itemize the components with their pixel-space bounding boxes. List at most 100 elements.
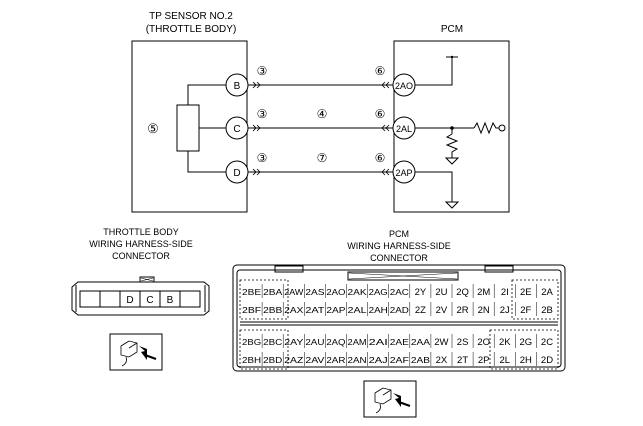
pcm-pin-cell: 2J	[500, 305, 510, 316]
pcm-pin-cell: 2AB	[411, 355, 430, 365]
pcm-connector-subtitle: CONNECTOR	[370, 253, 428, 263]
pcm-pin-cell: 2V	[436, 305, 448, 316]
pcm-pin-cell: 2AS	[305, 287, 324, 297]
ref-left: ③	[257, 107, 268, 121]
sensor-ref: ⑤	[147, 121, 159, 136]
pcm-junction-dot	[450, 55, 454, 59]
pcm-pin-cell: 2AL	[348, 305, 367, 315]
pcm-pin-cell: 2X	[436, 355, 448, 366]
connector-chevrons-pcm	[381, 81, 390, 176]
ref-left: ③	[257, 64, 268, 78]
pcm-pin-cell: 2K	[499, 337, 511, 348]
throttle-connector-subtitle: WIRING HARNESS-SIDE	[89, 239, 193, 249]
pcm-pin-cell: 2H	[520, 355, 532, 366]
pcm-pin-cell: 2AQ	[326, 337, 346, 347]
pcm-pin-cell: 2O	[477, 337, 490, 348]
harness-view-icon	[109, 333, 163, 371]
ref-right: ⑥	[375, 64, 386, 78]
pcm-pin-cell: 2BF	[242, 305, 261, 315]
pcm-junction-dot	[450, 126, 454, 130]
pcm-pin-cell: 2AG	[369, 287, 388, 297]
pcm-pin-cell: 2AR	[326, 355, 345, 365]
pcm-pin-cell: 2AO	[326, 287, 346, 297]
pcm-title: PCM	[441, 24, 463, 35]
pcm-pin-cell: 2Q	[456, 287, 469, 298]
pcm-pin-cell: 2AH	[369, 305, 388, 315]
ref-right: ⑥	[375, 151, 386, 165]
throttle-lock-tab	[140, 277, 154, 282]
pcm-pin-cell: 2BD	[263, 355, 282, 365]
pcm-pin-cell: 2AF	[390, 355, 409, 365]
pcm-pin-cell: 2BH	[242, 355, 261, 365]
sensor-pin-label: D	[233, 168, 240, 179]
pcm-pin-cell: 2T	[457, 355, 468, 366]
pcm-pin-cell: 2U	[435, 287, 447, 298]
pcm-pin-cell: 2D	[541, 355, 553, 366]
throttle-connector-cell: D	[126, 295, 133, 306]
pcm-pin-cell: 2AX	[284, 305, 303, 315]
pcm-pin-cell: 2AZ	[284, 355, 303, 365]
pcm-pin-cell: 2AY	[284, 337, 304, 347]
pcm-pin-cell: 2BC	[263, 337, 282, 347]
pcm-pin-cell: 2AT	[305, 305, 324, 315]
pcm-pin-cell: 2AU	[305, 337, 324, 347]
pcm-pin-cell: 2BG	[242, 337, 261, 347]
pcm-pin-cell: 2AN	[348, 355, 367, 365]
sensor-pin-label: B	[234, 81, 241, 92]
pcm-pin-cell: 2F	[520, 305, 531, 316]
throttle-connector-body	[71, 276, 210, 316]
pcm-pin-cell: 2AK	[348, 287, 367, 297]
pcm-connector-dashed-groups	[239, 279, 559, 370]
harness-view-icon	[363, 380, 417, 418]
ref-mid: ④	[317, 107, 328, 121]
pcm-pin-cell: 2I	[501, 287, 509, 298]
pcm-pin-cell: 2BB	[263, 305, 282, 315]
ref-left: ③	[257, 151, 268, 165]
pcm-connector-title: PCM	[389, 229, 409, 239]
sensor-internal-wire-top	[187, 84, 226, 105]
pcm-pin-cell: 2BA	[263, 287, 282, 297]
pcm-pin-label: 2AP	[395, 168, 412, 178]
pcm-pin-cell: 2L	[500, 355, 511, 366]
pcm-pin-cell: 2Z	[415, 305, 426, 316]
pcm-connector-subtitle: WIRING HARNESS-SIDE	[347, 241, 451, 251]
throttle-connector-cell: B	[167, 295, 174, 306]
sensor-pin-label: C	[233, 124, 240, 135]
sensor-resistor	[176, 104, 200, 152]
pcm-pin-cell: 2AI	[369, 337, 388, 347]
pcm-pin-cell: 2B	[541, 305, 553, 316]
pcm-pin-label: 2AO	[395, 81, 413, 91]
pcm-pin-cell: 2N	[478, 305, 490, 316]
throttle-connector-subtitle: CONNECTOR	[112, 251, 170, 261]
pcm-pin-cell: 2S	[457, 337, 469, 348]
pcm-pin-cell: 2R	[457, 305, 469, 316]
pcm-pin-cell: 2A	[541, 287, 553, 298]
pcm-pin-cell: 2AW	[284, 287, 303, 297]
pcm-pin-cell: 2AJ	[369, 355, 388, 365]
pcm-connector-housing	[232, 264, 566, 372]
sensor-title: TP SENSOR NO.2	[149, 11, 233, 22]
ref-mid: ⑦	[317, 151, 328, 165]
pcm-pin-cell: 2Y	[415, 287, 427, 298]
pcm-pin-cell: 2E	[520, 287, 532, 298]
pcm-pin-cell: 2AD	[390, 305, 409, 315]
pcm-internal-circuit	[415, 56, 506, 209]
pcm-pin-cell: 2AA	[411, 337, 430, 347]
pcm-pin-cell: 2M	[477, 287, 490, 298]
pcm-pin-cell: 2AE	[390, 337, 409, 347]
throttle-connector-cell: C	[146, 295, 153, 306]
throttle-connector-title: THROTTLE BODY	[103, 227, 179, 237]
pcm-pin-cell: 2P	[478, 355, 490, 366]
pcm-pin-cell: 2W	[434, 337, 448, 348]
ref-right: ⑥	[375, 107, 386, 121]
pcm-pin-cell: 2AV	[305, 355, 325, 365]
pcm-pin-label: 2AL	[396, 124, 412, 134]
pcm-pin-cell: 2BE	[242, 287, 261, 297]
pcm-pin-cell: 2AC	[390, 287, 409, 297]
sensor-internal-wire-bottom	[187, 151, 226, 173]
pcm-pin-cell: 2G	[519, 337, 532, 348]
pcm-pin-cell: 2C	[541, 337, 553, 348]
sensor-subtitle: (THROTTLE BODY)	[146, 24, 237, 35]
